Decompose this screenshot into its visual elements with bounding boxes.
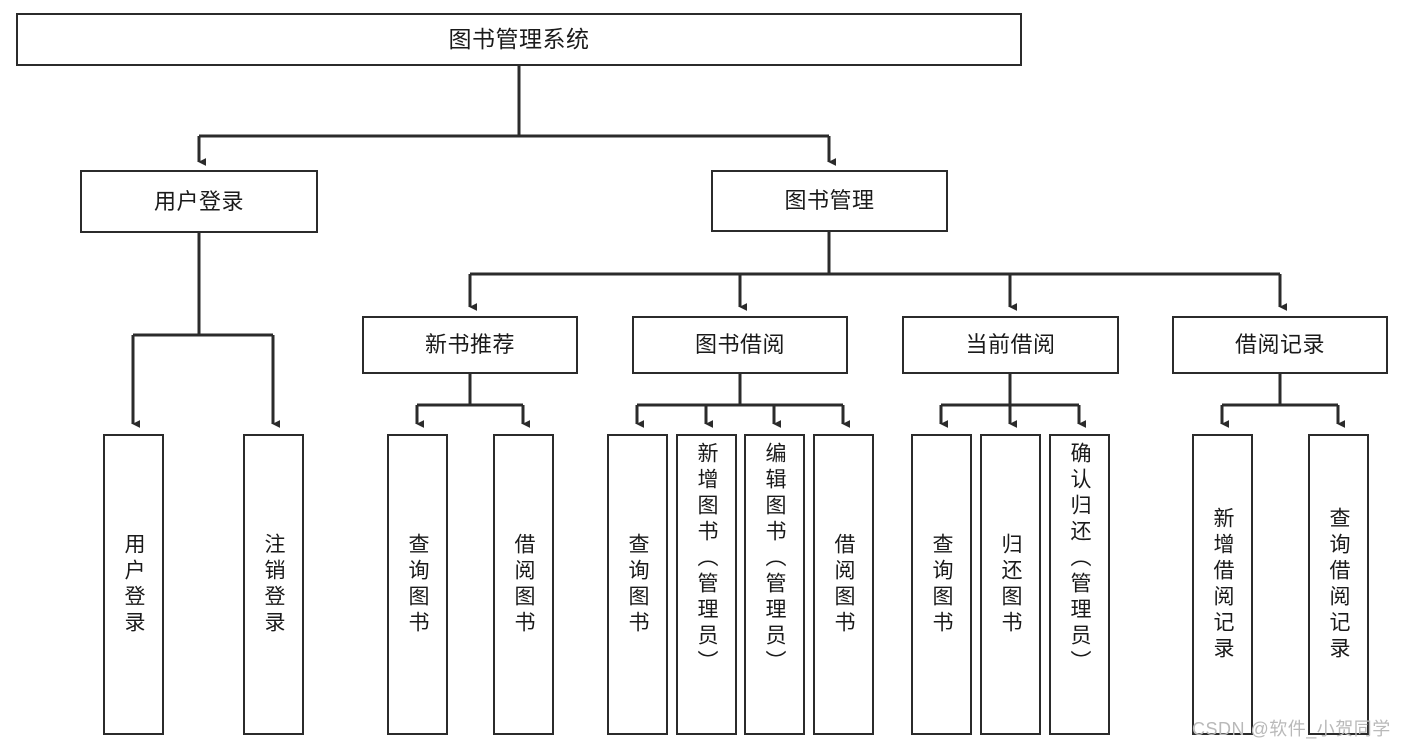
leaf-query-book-current[interactable]: 查询图书 — [911, 434, 972, 735]
leaf-query-borrow-record[interactable]: 查询借阅记录 — [1308, 434, 1369, 735]
leaf-add-borrow-record[interactable]: 新增借阅记录 — [1192, 434, 1253, 735]
node-label: 用户登录 — [153, 188, 244, 214]
node-label: 注销登录 — [262, 532, 285, 637]
node-label: 确认归还（管理员） — [1068, 442, 1091, 676]
node-book-manage[interactable]: 图书管理 — [711, 170, 948, 232]
leaf-return-book[interactable]: 归还图书 — [980, 434, 1041, 735]
node-label: 当前借阅 — [965, 332, 1056, 358]
node-label: 查询图书 — [406, 532, 429, 637]
node-current-borrow[interactable]: 当前借阅 — [902, 316, 1119, 374]
csdn-watermark: CSDN @软件_小贺同学 — [1192, 719, 1391, 739]
node-label: 图书借阅 — [694, 332, 785, 358]
node-label: 查询借阅记录 — [1327, 506, 1350, 663]
node-label: 借阅记录 — [1234, 332, 1325, 358]
node-label: 用户登录 — [122, 532, 145, 637]
leaf-borrow-book-recommend[interactable]: 借阅图书 — [493, 434, 554, 735]
node-label: 编辑图书（管理员） — [763, 442, 786, 676]
node-label: 新书推荐 — [424, 332, 515, 358]
leaf-query-book-recommend[interactable]: 查询图书 — [387, 434, 448, 735]
leaf-user-login[interactable]: 用户登录 — [103, 434, 164, 735]
node-label: 归还图书 — [999, 532, 1022, 637]
node-user-login[interactable]: 用户登录 — [80, 170, 318, 233]
node-new-book-recommend[interactable]: 新书推荐 — [362, 316, 578, 374]
node-label: 借阅图书 — [512, 532, 535, 637]
node-label: 新增图书（管理员） — [695, 442, 718, 676]
node-label: 新增借阅记录 — [1211, 506, 1234, 663]
node-label: 查询图书 — [930, 532, 953, 637]
node-root-system[interactable]: 图书管理系统 — [16, 13, 1022, 66]
node-label: 图书管理 — [784, 188, 875, 214]
leaf-logout-login[interactable]: 注销登录 — [243, 434, 304, 735]
node-label: 图书管理系统 — [448, 25, 590, 52]
node-book-borrow[interactable]: 图书借阅 — [632, 316, 848, 374]
leaf-add-book-admin[interactable]: 新增图书（管理员） — [676, 434, 737, 735]
node-label: 借阅图书 — [832, 532, 855, 637]
node-label: 查询图书 — [626, 532, 649, 637]
leaf-borrow-book[interactable]: 借阅图书 — [813, 434, 874, 735]
leaf-edit-book-admin[interactable]: 编辑图书（管理员） — [744, 434, 805, 735]
leaf-query-book-borrow[interactable]: 查询图书 — [607, 434, 668, 735]
leaf-confirm-return-admin[interactable]: 确认归还（管理员） — [1049, 434, 1110, 735]
node-borrow-record[interactable]: 借阅记录 — [1172, 316, 1388, 374]
